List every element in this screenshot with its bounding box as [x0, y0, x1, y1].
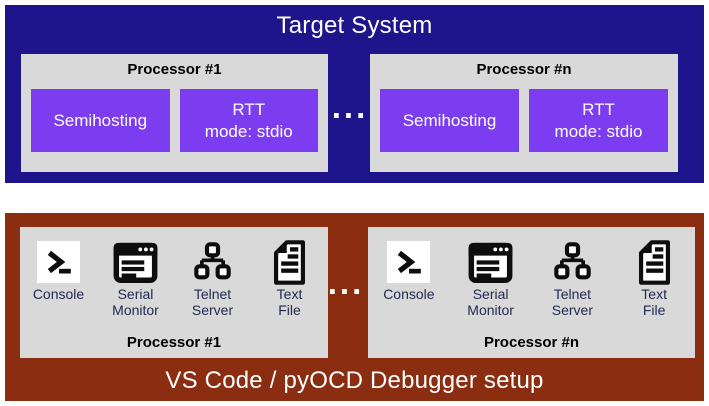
target-system-title: Target System: [276, 12, 433, 39]
processor-title: Processor #n: [476, 61, 572, 78]
processor-title: Processor #1: [126, 334, 222, 351]
telnet-server-icon: [192, 242, 233, 282]
ellipsis: ...: [327, 264, 365, 301]
rtt-block: RTT mode: stdio: [529, 89, 668, 152]
console-icon: [387, 241, 431, 283]
target-processor-1-box: Processor #1 Semihosting RTT mode: stdio: [21, 54, 328, 172]
tool-text-file: Text File: [636, 239, 673, 319]
tool-text-file: Text File: [271, 239, 308, 319]
console-icon: [37, 241, 80, 283]
debug-processor-n-box: Console Serial Monitor: [368, 227, 695, 358]
tools-row: Console Serial Monitor: [368, 227, 695, 319]
semihosting-block: Semihosting: [31, 89, 170, 152]
tool-console: Console: [33, 240, 84, 319]
serial-monitor-icon: [468, 241, 513, 283]
tool-label: Text File: [641, 286, 667, 318]
text-file-icon: [636, 239, 673, 285]
tool-label: Telnet Server: [551, 286, 593, 318]
tool-serial-monitor: Serial Monitor: [112, 240, 159, 319]
semihosting-block: Semihosting: [380, 89, 519, 152]
telnet-server-icon: [552, 242, 593, 282]
debugger-setup-title: VS Code / pyOCD Debugger setup: [165, 367, 544, 394]
target-system-panel: Target System Processor #1 Semihosting R…: [5, 5, 704, 183]
tools-row: Console Serial Monitor: [20, 227, 328, 319]
tool-telnet-server: Telnet Server: [552, 240, 593, 319]
tool-telnet-server: Telnet Server: [192, 240, 233, 319]
block-row: Semihosting RTT mode: stdio: [21, 89, 328, 152]
processor-title: Processor #n: [483, 334, 580, 351]
ellipsis: ...: [331, 88, 369, 125]
processor-title: Processor #1: [127, 61, 222, 78]
tool-label: Console: [383, 286, 435, 302]
target-processor-n-box: Processor #n Semihosting RTT mode: stdio: [370, 54, 678, 172]
tool-serial-monitor: Serial Monitor: [467, 240, 514, 319]
rtt-block: RTT mode: stdio: [179, 89, 318, 152]
tool-label: Serial Monitor: [112, 286, 159, 318]
debugger-setup-panel: Console Serial Monitor: [5, 213, 704, 401]
tool-label: Telnet Server: [191, 286, 234, 318]
serial-monitor-icon: [113, 241, 158, 283]
tool-label: Console: [32, 286, 85, 302]
block-row: Semihosting RTT mode: stdio: [370, 89, 678, 152]
tool-console: Console: [383, 240, 435, 319]
tool-label: Serial Monitor: [467, 286, 514, 318]
debug-processor-1-box: Console Serial Monitor: [20, 227, 328, 358]
tool-label: Text File: [276, 286, 303, 318]
text-file-icon: [271, 239, 308, 285]
